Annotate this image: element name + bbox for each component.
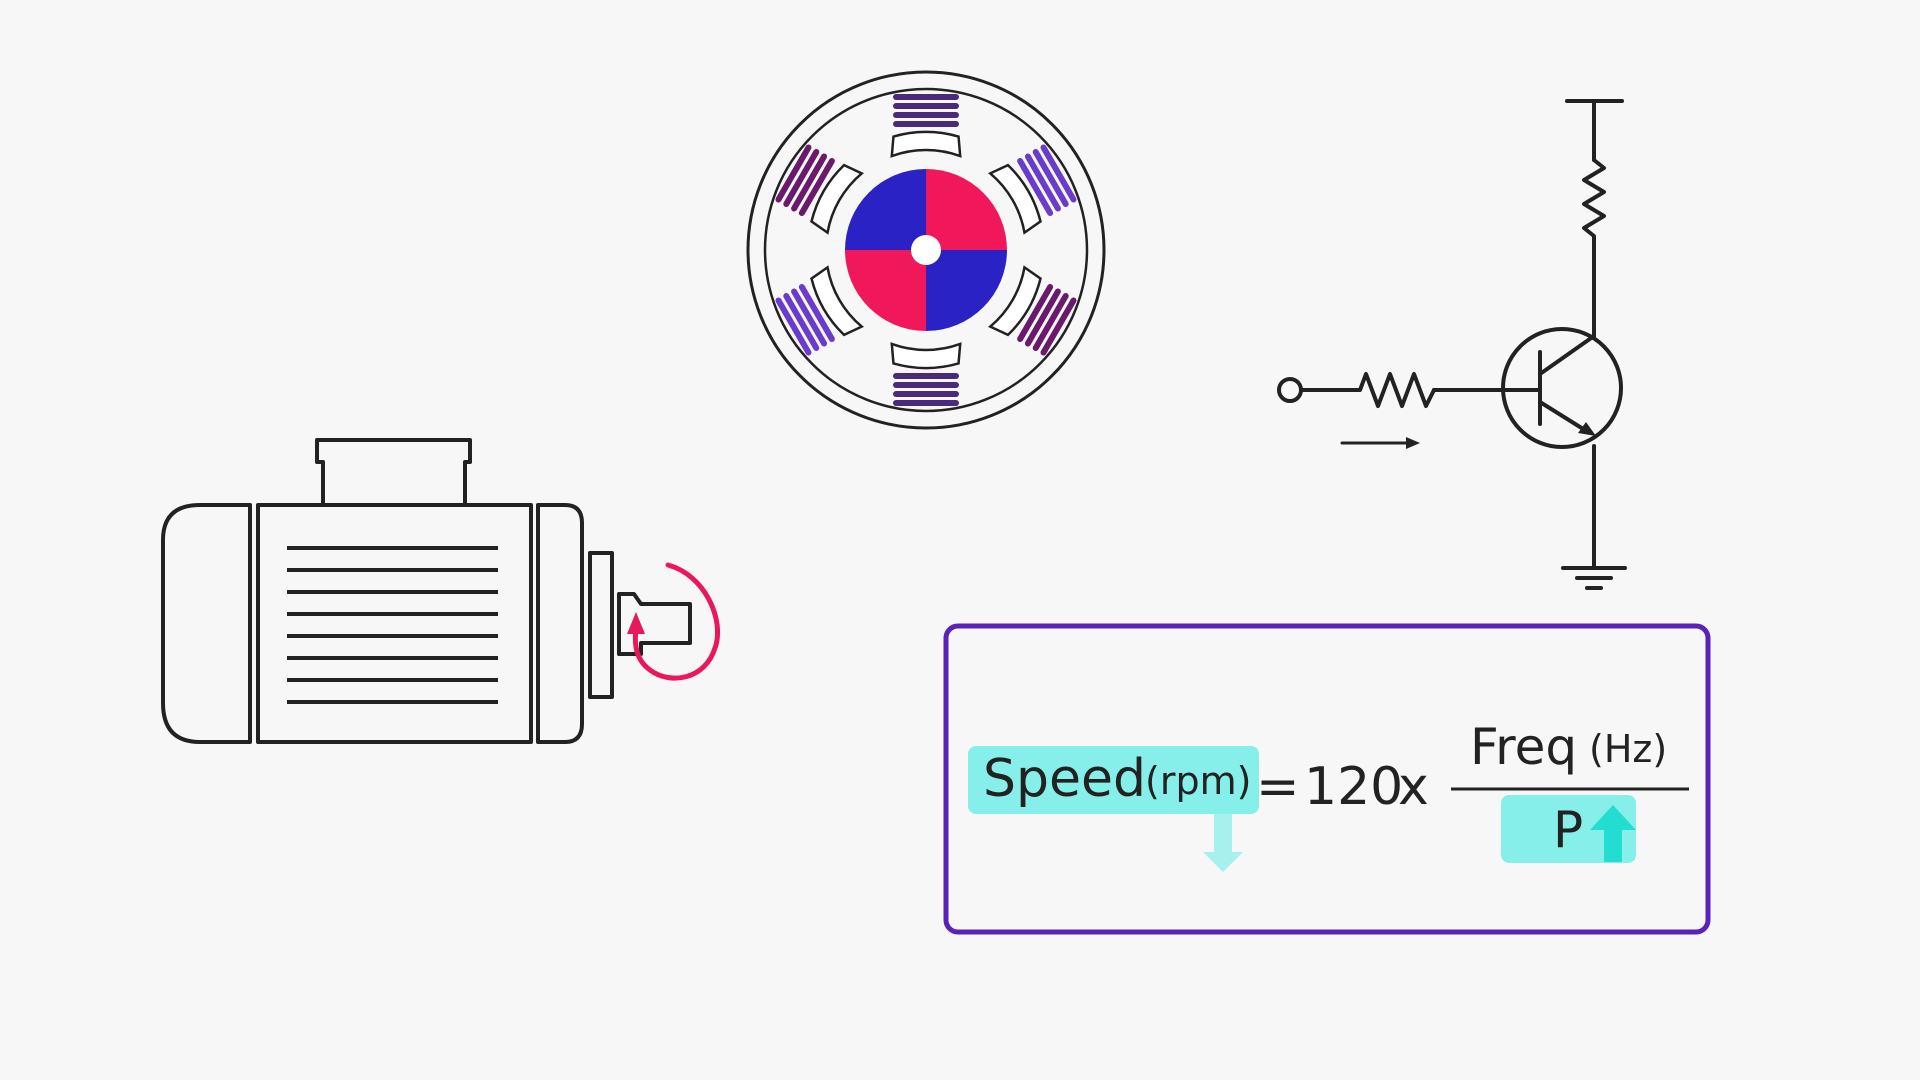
coil-winding <box>798 158 835 216</box>
numerator-label: Freq <box>1470 718 1577 776</box>
pole-shoe <box>890 342 962 370</box>
coil-winding <box>1024 288 1061 347</box>
formula-constant: 120 <box>1304 757 1403 817</box>
pole-shoe <box>987 265 1042 337</box>
emitter-arrowhead <box>1578 422 1596 436</box>
coil-winding <box>1024 153 1061 212</box>
coil-winding <box>1017 158 1054 216</box>
speed-decrease-arrow-icon <box>1203 814 1243 872</box>
coil-winding <box>791 153 828 212</box>
current-arrow-icon <box>1406 437 1420 449</box>
coil-winding <box>1032 293 1069 351</box>
numerator-unit: (Hz) <box>1589 727 1667 771</box>
speed-label: Speed <box>983 749 1146 809</box>
stator-coil <box>775 284 835 356</box>
formula-box: Speed (rpm) = 120 x Freq (Hz) P <box>943 623 1711 935</box>
multiply-sign: x <box>1398 757 1429 817</box>
stator-rotor-diagram <box>746 70 1106 430</box>
rotor <box>845 169 1007 331</box>
transistor-switch-circuit <box>1277 99 1627 590</box>
speed-highlight <box>968 746 1259 814</box>
pole-shoe <box>810 163 865 235</box>
coil-winding <box>775 297 812 356</box>
coil-winding <box>1032 149 1069 207</box>
pole-shoe <box>890 130 962 158</box>
stator-coil <box>893 94 959 127</box>
stator-coil <box>893 373 959 406</box>
denominator-label: P <box>1553 801 1583 859</box>
poles-increase-arrow-icon <box>1590 805 1636 862</box>
electric-motor-icon <box>161 438 692 744</box>
equals-sign: = <box>1256 757 1300 817</box>
poles-highlight <box>1501 795 1636 863</box>
stator-coil <box>775 144 835 216</box>
stator-coil <box>1017 144 1077 216</box>
coil-winding <box>798 284 835 342</box>
rotation-arrow-icon <box>627 562 721 681</box>
pole-shoe <box>810 265 865 337</box>
coil-winding <box>1017 284 1054 342</box>
stator-coil <box>1017 284 1077 356</box>
pole-shoe <box>987 163 1042 235</box>
speed-unit: (rpm) <box>1145 759 1251 803</box>
coil-winding <box>775 144 812 203</box>
coil-winding <box>791 288 828 347</box>
coil-winding <box>783 149 820 207</box>
coil-winding <box>1040 297 1077 356</box>
coil-winding <box>1040 144 1077 203</box>
coil-winding <box>783 293 820 351</box>
